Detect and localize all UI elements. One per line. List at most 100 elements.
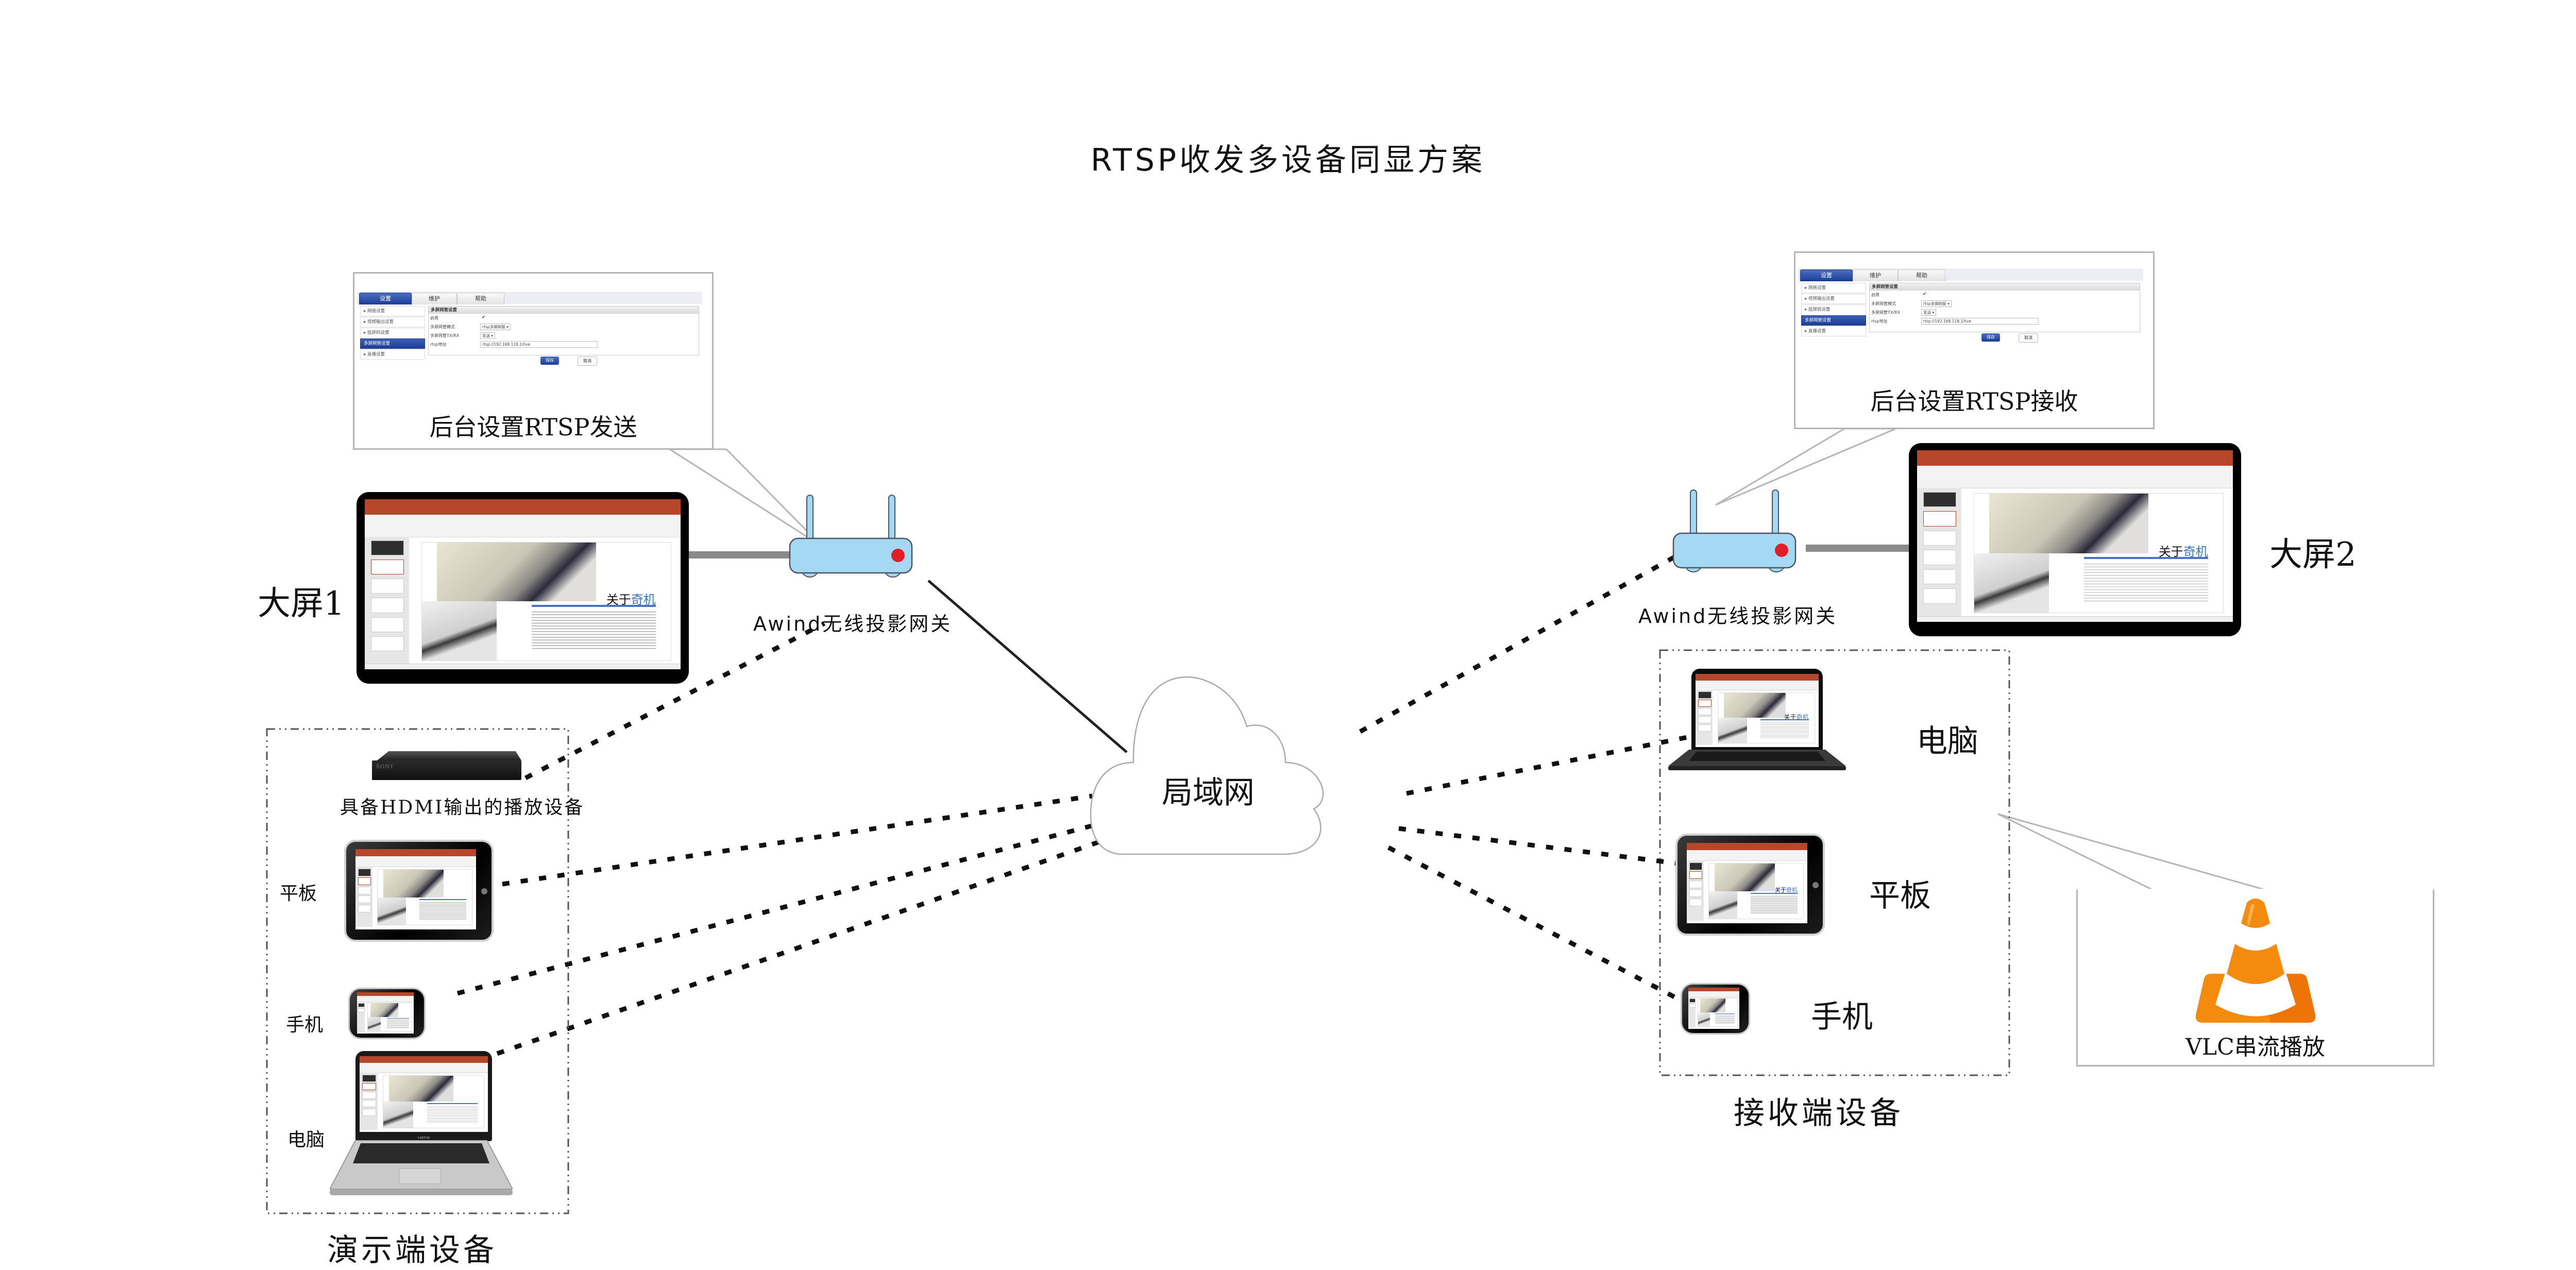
row-enable: 启用 ✔	[1870, 291, 2140, 299]
mode-select[interactable]: rtsp多屏网管 ▾	[480, 324, 511, 330]
txrx-select[interactable]: 发送 ▾	[480, 332, 496, 339]
row-label: 多屏网管模式	[1871, 301, 1896, 306]
receiver-group-title: 接收端设备	[1734, 1095, 1904, 1131]
home-button-icon	[481, 888, 487, 894]
row-label: 多屏网管TX/RX	[430, 333, 460, 338]
sidebar-item-cast-code[interactable]: ▸ 投屏码设置	[360, 328, 425, 338]
gateway-right-label: Awind无线投影网关	[1638, 605, 1838, 628]
big-screen-1-label: 大屏1	[258, 585, 345, 623]
row-rtsp-url: rtsp地址 rtsp://192.168.118.1/live	[429, 340, 699, 349]
sidebar-item-video-output[interactable]: ▸ 视频输出设置	[360, 317, 425, 327]
vlc-callout-tail	[1997, 813, 2267, 891]
slide-photo	[437, 542, 596, 601]
sidebar-item-cast-code[interactable]: ▸ 投屏码设置	[1801, 304, 1866, 315]
save-button[interactable]: 保存	[540, 357, 559, 365]
ppt-slide: 关于奇机	[421, 541, 671, 661]
lan-to-phone-recv-line	[1387, 845, 1676, 999]
cable-right	[1806, 545, 1909, 552]
sender-tablet-label: 平板	[280, 883, 317, 904]
enable-checkbox[interactable]: ✔	[1923, 292, 1927, 297]
tab-settings[interactable]: 设置	[1800, 269, 1853, 281]
ppt-statusbar	[365, 664, 681, 669]
save-button[interactable]: 保存	[1981, 333, 2000, 342]
tab-maintenance[interactable]: 维护	[1853, 269, 1898, 281]
ppt-statusbar	[1917, 616, 2233, 622]
big-screen-1: 关于奇机	[357, 492, 689, 684]
sender-admin-panel: 设置 维护 帮助 ▸ 网络设置 ▸ 视频输出设置 ▸ 投屏码设置 多屏网管设置 …	[357, 292, 702, 369]
tab-help[interactable]: 帮助	[457, 293, 504, 304]
lan-to-laptop-recv-line	[1406, 734, 1690, 796]
receiver-laptop-keyboard	[1668, 750, 1846, 770]
sidebar-item-live[interactable]: ▸ 直播设置	[360, 349, 425, 360]
row-label: rtsp地址	[430, 342, 447, 347]
sidebar-item-multiscreen[interactable]: 多屏网管设置	[1801, 315, 1866, 326]
sender-phone-label: 手机	[286, 1014, 324, 1036]
sender-callout-label: 后台设置RTSP发送	[429, 413, 637, 441]
panel-title: 多屏网管设置	[429, 307, 699, 314]
rtsp-url-input[interactable]: rtsp://192.168.118.1/live	[1921, 318, 2039, 325]
admin-tabs: 设置 维护 帮助	[357, 292, 702, 304]
sidebar-item-multiscreen[interactable]: 多屏网管设置	[360, 338, 425, 349]
row-enable: 启用 ✔	[429, 314, 699, 323]
row-mode: 多屏网管模式 rtsp多屏网管 ▾	[429, 323, 699, 331]
gateway-left-label: Awind无线投影网关	[753, 613, 953, 635]
receiver-tablet-label: 平板	[1869, 878, 1931, 914]
ppt-ribbon	[365, 514, 681, 537]
ppt-screen: 关于奇机	[365, 499, 681, 669]
rtsp-url-input[interactable]: rtsp://192.168.118.1/live	[480, 341, 598, 348]
lan-cloud-icon	[1090, 676, 1324, 855]
sidebar-item-network[interactable]: ▸ 网络设置	[1801, 283, 1866, 293]
lan-to-tablet-recv-line	[1398, 826, 1696, 868]
mode-select[interactable]: rtsp多屏网管 ▾	[1921, 300, 1952, 307]
cable-left	[685, 551, 793, 558]
enable-checkbox[interactable]: ✔	[482, 315, 486, 320]
cancel-button[interactable]: 取消	[2019, 333, 2038, 343]
vlc-callout-label: VLC串流播放	[2185, 1034, 2325, 1060]
sender-group-title: 演示端设备	[327, 1232, 497, 1268]
row-label: 多屏网管TX/RX	[1871, 310, 1901, 315]
row-txrx: 多屏网管TX/RX 发送 ▾	[1870, 308, 2140, 317]
receiver-laptop-device: 关于奇机	[1691, 669, 1823, 751]
hdmi-player-device: SONY	[372, 751, 521, 782]
cancel-button[interactable]: 取消	[578, 357, 597, 366]
admin-tabs: 设置 维护 帮助	[1798, 268, 2143, 281]
row-label: 多屏网管模式	[430, 325, 455, 329]
ppt-screen: 关于奇机	[1917, 450, 2233, 622]
sender-laptop-device: Laptop	[355, 1051, 492, 1141]
gateway-right-router-icon	[1672, 489, 1797, 572]
receiver-callout-label: 后台设置RTSP接收	[1870, 387, 2078, 415]
row-label: 启用	[1871, 293, 1879, 297]
receiver-phone-label: 手机	[1811, 999, 1873, 1035]
row-label: 启用	[430, 316, 438, 320]
lan-label: 局域网	[1162, 775, 1255, 811]
panel-title: 多屏网管设置	[1870, 283, 2140, 291]
sidebar-item-video-output[interactable]: ▸ 视频输出设置	[1801, 294, 1866, 304]
slide-heading: 关于奇机	[2158, 544, 2208, 559]
tab-settings[interactable]: 设置	[359, 293, 412, 304]
vlc-callout: VLC串流播放	[2076, 889, 2434, 1066]
row-txrx: 多屏网管TX/RX 发送 ▾	[429, 331, 699, 340]
sender-tablet-device	[344, 840, 494, 942]
receiver-tablet-device: 关于奇机	[1675, 834, 1825, 936]
receiver-settings-callout: 设置 维护 帮助 ▸ 网络设置 ▸ 视频输出设置 ▸ 投屏码设置 多屏网管设置 …	[1794, 251, 2155, 429]
txrx-select[interactable]: 发送 ▾	[1921, 309, 1937, 316]
diagram-title: RTSP收发多设备同显方案	[1090, 142, 1486, 178]
sidebar-item-network[interactable]: ▸ 网络设置	[360, 306, 425, 316]
receiver-phone-device	[1681, 983, 1750, 1035]
home-button-icon	[1812, 882, 1819, 888]
ppt-titlebar	[365, 499, 681, 515]
tab-maintenance[interactable]: 维护	[412, 293, 457, 304]
laptop-send-to-lan-line	[496, 837, 1106, 1056]
gateway-left-router-icon	[789, 495, 913, 578]
big-screen-2: 关于奇机	[1909, 443, 2241, 636]
admin-settings-panel: 多屏网管设置 启用 ✔ 多屏网管模式 rtsp多屏网管 ▾ 多屏网管TX/RX 发送 …	[428, 306, 699, 355]
row-mode: 多屏网管模式 rtsp多屏网管 ▾	[1870, 299, 2140, 308]
laptop-brand: Laptop	[417, 1136, 430, 1140]
tab-help[interactable]: 帮助	[1898, 269, 1945, 281]
slide-heading: 关于奇机	[606, 592, 656, 607]
big-screen-2-label: 大屏2	[2269, 536, 2357, 574]
row-label: rtsp地址	[1871, 319, 1888, 324]
lan-to-gateway-right-line	[1359, 549, 1686, 734]
admin-sidebar: ▸ 网络设置 ▸ 视频输出设置 ▸ 投屏码设置 多屏网管设置 ▸ 直播设置	[360, 306, 425, 360]
sidebar-item-live[interactable]: ▸ 直播设置	[1801, 326, 1866, 336]
